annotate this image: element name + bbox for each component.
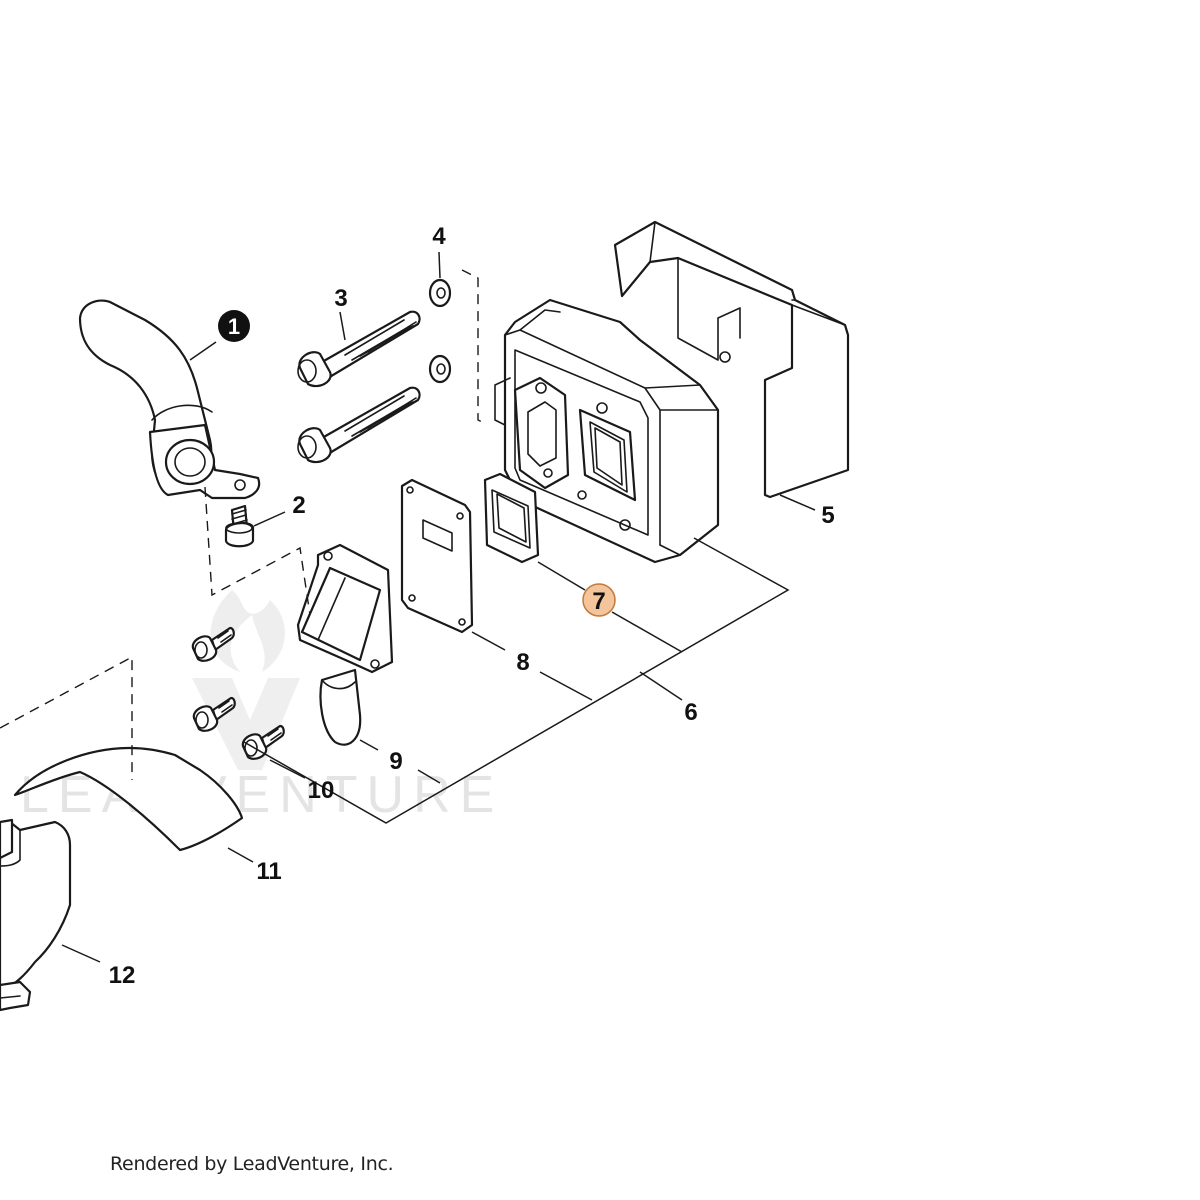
leader-lines <box>61 251 816 963</box>
part-bolt-3a <box>297 310 421 388</box>
callout-10[interactable]: 10 <box>308 777 335 804</box>
part-gasket-plate-8 <box>400 478 474 634</box>
part-screw-10a <box>191 626 235 662</box>
part-screw-10c <box>241 724 285 760</box>
callout-5[interactable]: 5 <box>821 502 834 529</box>
callout-11[interactable]: 11 <box>256 858 281 885</box>
callout-1[interactable]: 1 <box>218 310 250 342</box>
callout-7-label: 7 <box>592 588 605 615</box>
alignment-lines <box>0 269 487 780</box>
part-heat-shield <box>613 220 850 499</box>
part-exhaust-flange-9 <box>296 543 394 746</box>
part-exhaust-pipe-1 <box>78 299 261 500</box>
callout-12[interactable]: 12 <box>109 962 136 989</box>
part-washer-4a <box>428 278 452 308</box>
callout-6[interactable]: 6 <box>684 699 697 726</box>
part-screw-2 <box>224 504 255 548</box>
part-gasket-7 <box>483 472 540 564</box>
part-screw-10b <box>192 696 236 732</box>
callout-7[interactable]: 7 <box>582 583 616 617</box>
callout-2[interactable]: 2 <box>292 492 305 519</box>
callout-4[interactable]: 4 <box>432 223 446 250</box>
part-washer-4b <box>428 354 452 384</box>
callout-8[interactable]: 8 <box>516 649 529 676</box>
part-muffler <box>494 298 720 564</box>
callout-1-label: 1 <box>228 314 240 339</box>
part-guard-12 <box>0 818 72 1012</box>
callout-9[interactable]: 9 <box>389 748 402 775</box>
watermark: LEADVENTURE <box>20 590 494 824</box>
render-credit: Rendered by LeadVenture, Inc. <box>110 1153 394 1175</box>
callout-3[interactable]: 3 <box>334 285 347 312</box>
part-bolt-3b <box>297 386 421 464</box>
part-cover-11 <box>13 746 244 852</box>
